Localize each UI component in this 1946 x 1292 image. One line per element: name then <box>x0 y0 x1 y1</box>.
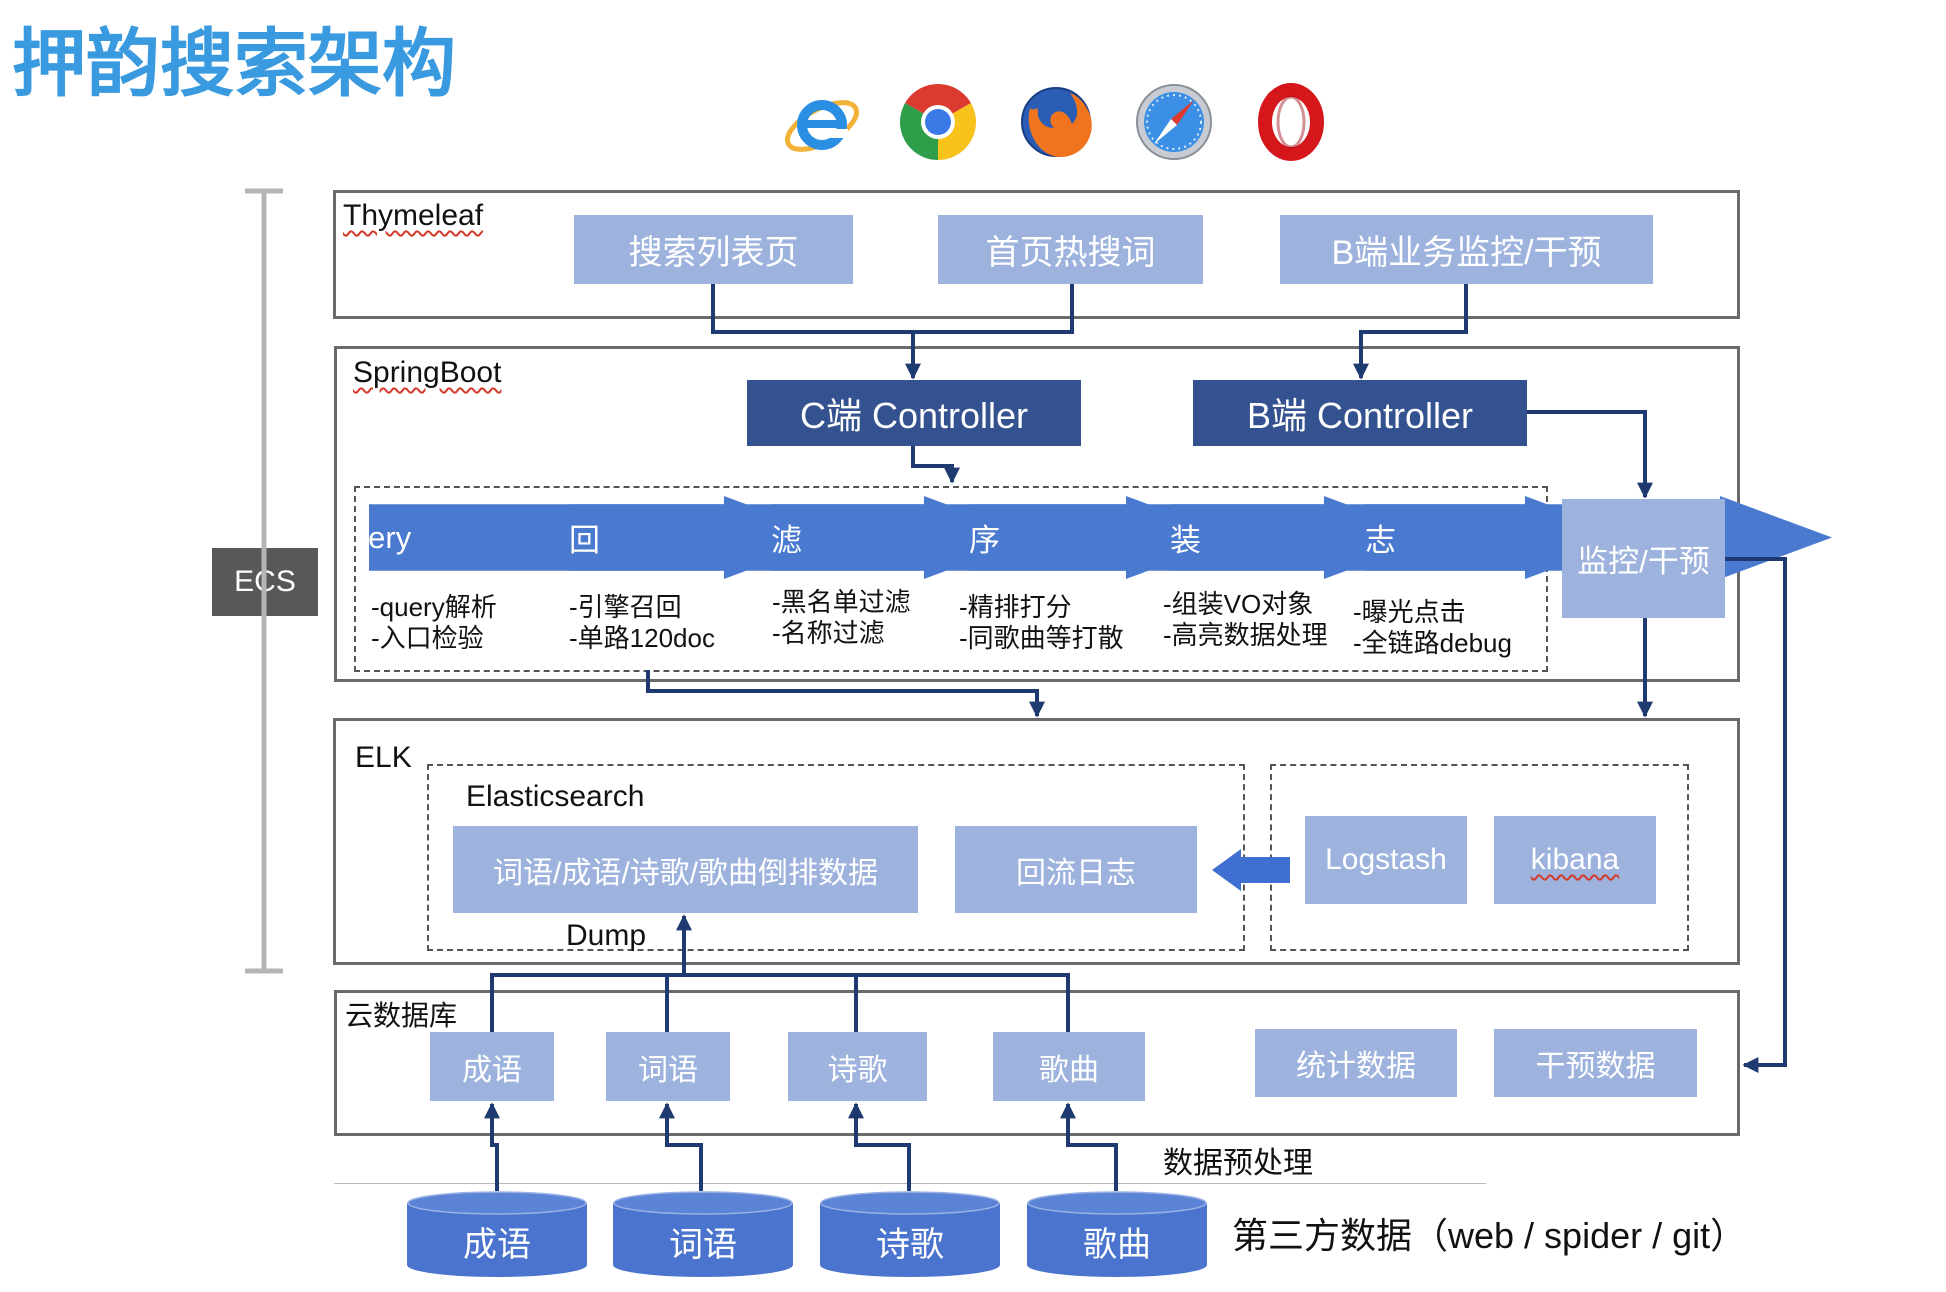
connector-monitor-to-cloud-db <box>1725 557 1787 1073</box>
source-database-cylinder <box>1027 1191 1207 1277</box>
thymeleaf-label: Thymeleaf <box>343 199 484 232</box>
cloud-db-label: 云数据库 <box>345 1000 458 1031</box>
b-controller-box: B端 Controller <box>1193 380 1527 446</box>
connector-source-idioms <box>484 1102 500 1191</box>
db-table-words: 词语 <box>606 1032 730 1101</box>
db-table-idioms: 成语 <box>430 1032 554 1101</box>
connector-c-controller-to-pipeline <box>911 446 960 484</box>
query-notes: -query解析 -入口检验 <box>371 592 497 654</box>
note-line: -全链路debug <box>1353 628 1512 658</box>
statistics-data-box: 统计数据 <box>1255 1029 1457 1097</box>
source-database-cylinder <box>613 1191 793 1277</box>
safari-icon <box>1134 82 1214 162</box>
connector-dump-bus <box>490 973 1070 1032</box>
connector-to-b-controller <box>1353 284 1468 380</box>
connector-source-songs <box>1060 1102 1118 1191</box>
db-table-poems: 诗歌 <box>788 1032 927 1101</box>
chrome-icon <box>898 82 978 162</box>
source-database-cylinder <box>407 1191 587 1277</box>
b-side-monitor-box: B端业务监控/干预 <box>1280 215 1653 284</box>
search-list-page-box: 搜索列表页 <box>574 215 853 284</box>
opera-icon <box>1251 82 1331 162</box>
source-songs-label: 歌曲 <box>1083 1225 1151 1264</box>
note-line: -高亮数据处理 <box>1163 620 1328 650</box>
filter-notes: -黑名单过滤 -名称过滤 <box>772 587 911 649</box>
sort-notes: -精排打分 -同歌曲等打散 <box>959 592 1124 654</box>
dump-label: Dump <box>566 919 647 952</box>
note-line: -名称过滤 <box>772 618 885 648</box>
db-table-songs: 歌曲 <box>993 1032 1145 1101</box>
connector-pipeline-to-elk <box>646 670 1045 718</box>
preprocess-label: 数据预处理 <box>1163 1147 1313 1180</box>
springboot-label: SpringBoot <box>353 356 502 389</box>
logstash-box: Logstash <box>1305 816 1467 904</box>
firefox-icon <box>1016 82 1096 162</box>
kibana-box: kibana <box>1494 816 1656 904</box>
note-line: -引擎召回 <box>569 592 682 622</box>
note-line: -query解析 <box>371 592 497 622</box>
source-database-cylinder <box>820 1191 1000 1277</box>
source-idioms-label: 成语 <box>463 1225 531 1264</box>
kibana-label: kibana <box>1530 843 1620 876</box>
ecs-bracket <box>245 188 283 974</box>
note-line: -精排打分 <box>959 592 1072 622</box>
intervention-data-box: 干预数据 <box>1494 1029 1697 1097</box>
third-party-label: 第三方数据（web / spider / git） <box>1232 1215 1747 1256</box>
source-words-label: 词语 <box>669 1225 737 1264</box>
recall-notes: -引擎召回 -单路120doc <box>569 592 715 654</box>
logstash-to-log-arrow <box>1212 849 1290 891</box>
note-line: -同歌曲等打散 <box>959 623 1124 653</box>
source-poems-label: 诗歌 <box>876 1225 944 1264</box>
cloud-db-layer <box>334 990 1740 1136</box>
c-controller-box: C端 Controller <box>747 380 1081 446</box>
note-line: -黑名单过滤 <box>772 587 911 617</box>
monitor-intervention-box: 监控/干预 <box>1562 499 1725 618</box>
connector-b-controller-to-monitor <box>1527 410 1653 499</box>
note-line: -单路120doc <box>569 623 715 653</box>
elasticsearch-label: Elasticsearch <box>466 780 645 813</box>
elk-layer <box>333 718 1740 965</box>
note-line: -曝光点击 <box>1353 597 1466 627</box>
log-notes: -曝光点击 -全链路debug <box>1353 597 1512 659</box>
connector-source-words <box>659 1102 703 1191</box>
connector-c-pages-merge <box>711 284 1074 334</box>
connector-source-poems <box>848 1102 911 1191</box>
home-hot-words-box: 首页热搜词 <box>938 215 1203 284</box>
thymeleaf-layer <box>333 190 1740 319</box>
page-title: 押韵搜索架构 <box>12 21 456 107</box>
note-line: -组装VO对象 <box>1163 589 1314 619</box>
elk-label: ELK <box>355 741 412 774</box>
assemble-notes: -组装VO对象 -高亮数据处理 <box>1163 589 1328 651</box>
feedback-log-box: 回流日志 <box>955 826 1197 913</box>
search-pipeline-frame <box>354 486 1548 672</box>
note-line: -入口检验 <box>371 623 484 653</box>
internet-explorer-icon <box>782 82 862 162</box>
inverted-index-box: 词语/成语/诗歌/歌曲倒排数据 <box>453 826 918 913</box>
